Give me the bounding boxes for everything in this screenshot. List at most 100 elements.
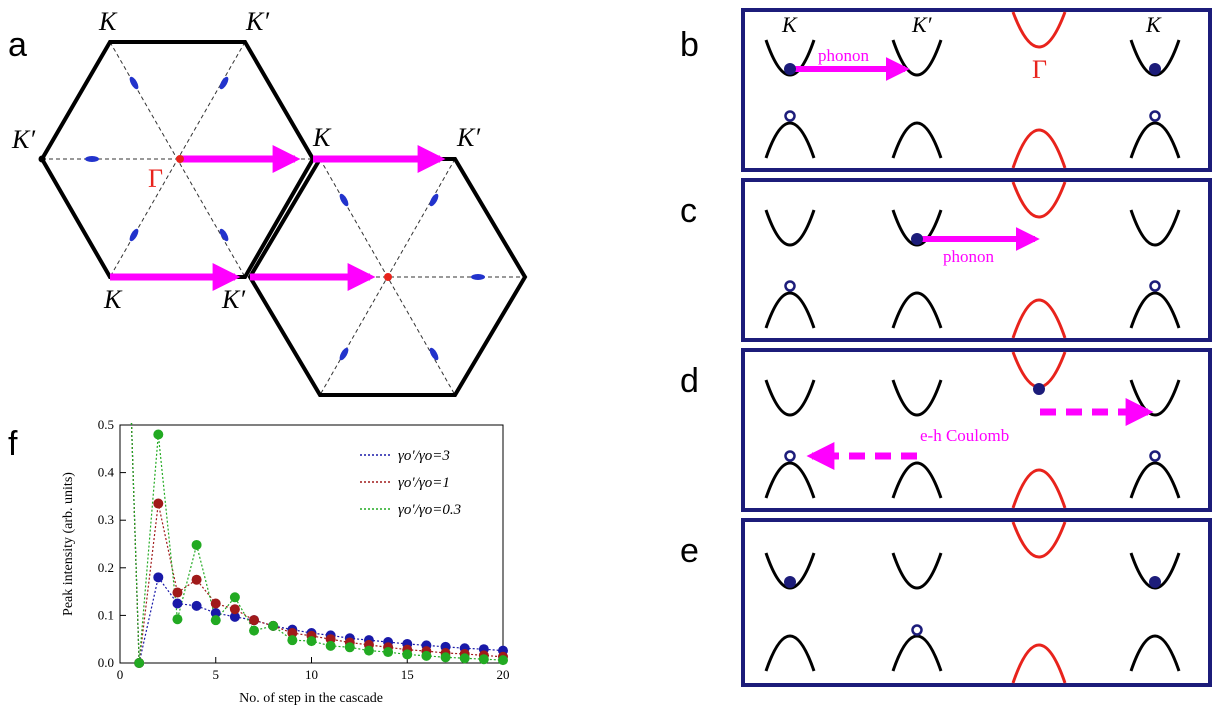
conduction-band bbox=[891, 552, 943, 590]
hole bbox=[784, 110, 796, 122]
valence-band bbox=[1129, 634, 1181, 672]
k-label: K bbox=[312, 123, 332, 152]
data-point bbox=[459, 653, 470, 664]
panel-label-b: b bbox=[680, 26, 699, 64]
hole bbox=[1149, 110, 1161, 122]
electron bbox=[911, 233, 923, 245]
data-point bbox=[191, 539, 202, 550]
k-label: K′ bbox=[221, 285, 245, 314]
y-tick-label: 0.1 bbox=[98, 607, 114, 622]
k-label: K′ bbox=[911, 12, 933, 37]
panel-d: d e-h Coulomb bbox=[680, 348, 1212, 512]
conduction-band bbox=[1129, 379, 1181, 417]
k-label: K′ bbox=[245, 7, 269, 36]
conduction-band bbox=[764, 209, 816, 247]
coulomb-label: e-h Coulomb bbox=[920, 426, 1009, 445]
electron bbox=[1149, 576, 1161, 588]
valence-band bbox=[764, 634, 816, 672]
data-point bbox=[172, 587, 183, 598]
chart-legend: γo′/γo=3 γo′/γo=1 γo′/γo=0.3 bbox=[360, 448, 461, 518]
y-tick-label: 0.0 bbox=[98, 655, 114, 670]
gamma-conduction-band bbox=[1011, 521, 1067, 559]
x-tick-label: 20 bbox=[497, 667, 510, 682]
data-point bbox=[287, 628, 298, 639]
data-point bbox=[210, 598, 221, 609]
data-point bbox=[172, 598, 183, 609]
data-point bbox=[153, 572, 164, 583]
x-tick-label: 10 bbox=[305, 667, 318, 682]
hole bbox=[911, 624, 923, 636]
x-axis-label: No. of step in the cascade bbox=[239, 691, 383, 706]
data-point bbox=[249, 625, 260, 636]
data-point bbox=[229, 604, 240, 615]
data-point bbox=[402, 649, 413, 660]
phonon-arrows bbox=[110, 145, 446, 291]
data-point bbox=[153, 429, 164, 440]
conduction-band bbox=[1129, 209, 1181, 247]
series-line bbox=[130, 422, 504, 664]
gamma-label: Γ bbox=[148, 164, 163, 193]
y-tick-label: 0.5 bbox=[98, 417, 114, 432]
legend-label: γo′/γo=3 bbox=[398, 448, 450, 464]
legend-label: γo′/γo=1 bbox=[398, 475, 450, 491]
gamma-label: Γ bbox=[1032, 55, 1047, 84]
valence-band bbox=[891, 634, 943, 672]
k-label: K′ bbox=[11, 125, 35, 154]
valence-band bbox=[764, 461, 816, 499]
data-point bbox=[268, 620, 279, 631]
valence-band bbox=[764, 291, 816, 329]
gamma-point-dot bbox=[176, 155, 184, 163]
valence-band bbox=[1129, 121, 1181, 159]
panel-a: a bbox=[8, 7, 528, 397]
k-label: K bbox=[98, 7, 118, 36]
data-point bbox=[134, 658, 145, 668]
electron bbox=[784, 63, 796, 75]
data-point bbox=[172, 614, 183, 625]
data-point bbox=[498, 655, 508, 666]
gamma-valence-band bbox=[1011, 643, 1067, 684]
panel-b-frame bbox=[741, 8, 1212, 172]
data-point bbox=[153, 498, 164, 509]
panel-b: b K K′ K Γ phonon bbox=[680, 8, 1212, 172]
valence-band bbox=[891, 461, 943, 499]
data-point bbox=[421, 650, 432, 661]
data-point bbox=[210, 608, 221, 619]
hole bbox=[784, 280, 796, 292]
chart-series bbox=[130, 422, 508, 668]
hole bbox=[1149, 450, 1161, 462]
phonon-label: phonon bbox=[818, 46, 870, 65]
electron bbox=[1149, 63, 1161, 75]
conduction-band bbox=[891, 39, 943, 77]
data-point bbox=[383, 647, 394, 658]
legend-label: γo′/γo=0.3 bbox=[398, 502, 461, 518]
panel-label-d: d bbox=[680, 362, 699, 400]
gamma-conduction-band bbox=[1011, 11, 1067, 49]
x-tick-label: 0 bbox=[117, 667, 124, 682]
gamma-conduction-band bbox=[1011, 351, 1067, 389]
gamma-conduction-band bbox=[1011, 181, 1067, 219]
data-point bbox=[440, 652, 451, 663]
gamma-valence-band bbox=[1011, 298, 1067, 339]
valence-band bbox=[1129, 291, 1181, 329]
electron bbox=[784, 576, 796, 588]
data-point bbox=[363, 645, 374, 656]
data-point bbox=[344, 642, 355, 653]
data-point bbox=[287, 635, 298, 646]
data-point bbox=[191, 600, 202, 611]
data-point bbox=[306, 636, 317, 647]
panel-label-c: c bbox=[680, 192, 697, 230]
valence-band bbox=[764, 121, 816, 159]
data-point bbox=[325, 640, 336, 651]
gamma-valence-band bbox=[1011, 128, 1067, 169]
k-label: K bbox=[103, 285, 123, 314]
x-tick-label: 15 bbox=[401, 667, 414, 682]
valence-band bbox=[891, 291, 943, 329]
panel-label-a: a bbox=[8, 26, 27, 64]
data-point bbox=[229, 611, 240, 622]
valence-band bbox=[1129, 461, 1181, 499]
k-label: K bbox=[1145, 12, 1162, 37]
panel-e: e bbox=[680, 518, 1212, 687]
data-point bbox=[229, 592, 240, 603]
